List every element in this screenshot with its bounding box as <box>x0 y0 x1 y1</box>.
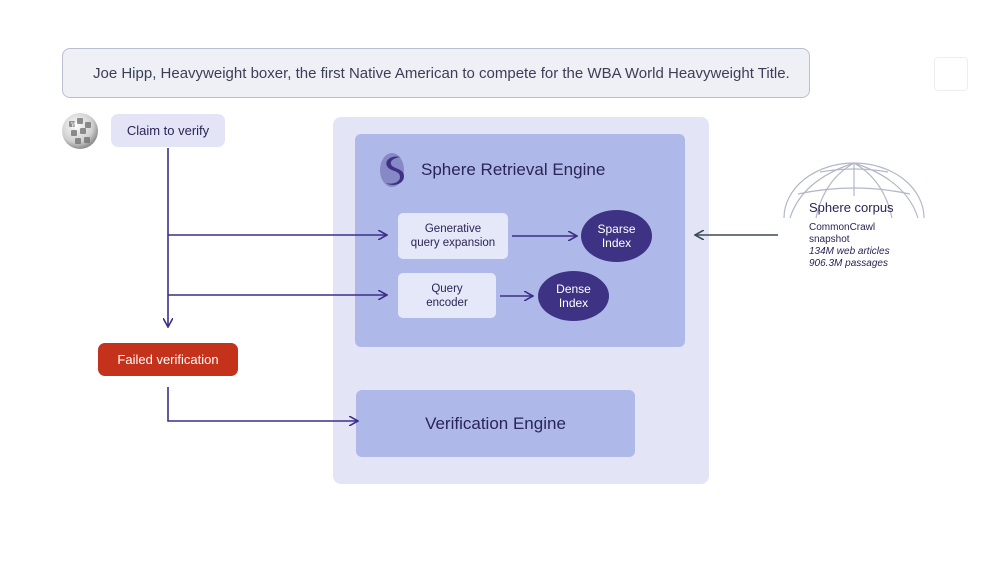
retrieval-engine-title: Sphere Retrieval Engine <box>421 160 606 179</box>
failed-to-verification-arrow <box>167 387 357 421</box>
sphere-corpus-details: CommonCrawl snapshot 134M web articles 9… <box>809 222 890 270</box>
verification-engine-title: Verification Engine <box>425 413 566 433</box>
svg-text:W: W <box>71 122 78 129</box>
failed-verification-label: Failed verification <box>117 352 219 367</box>
wikipedia-globe-icon: W <box>62 113 98 149</box>
generative-box-line2: query expansion <box>410 237 496 249</box>
claim-to-verify-pill: Claim to verify <box>111 114 225 147</box>
dense-index-node: Dense Index <box>538 271 609 321</box>
corner-placeholder <box>934 57 968 91</box>
corpus-passages: 906.3M passages <box>809 258 888 269</box>
sphere-logo-icon <box>380 153 404 187</box>
corpus-web-articles: 134M web articles <box>809 246 890 257</box>
sparse-index-node: Sparse Index <box>581 210 652 262</box>
generative-box-line1: Generative <box>424 223 482 235</box>
claim-text-bar: Joe Hipp, Heavyweight boxer, the first N… <box>62 48 810 98</box>
verification-engine-panel: Verification Engine <box>356 390 635 457</box>
query-encoder-box: Query encoder <box>398 273 496 318</box>
sparse-index-line2: Index <box>601 236 632 250</box>
failed-verification-pill: Failed verification <box>98 343 238 376</box>
sparse-index-line1: Sparse <box>597 222 636 236</box>
encoder-box-line1: Query <box>431 282 463 295</box>
encoder-box-line2: encoder <box>426 296 468 309</box>
generative-query-expansion-box: Generative query expansion <box>398 213 508 259</box>
claim-text: Joe Hipp, Heavyweight boxer, the first N… <box>93 64 790 82</box>
claim-to-verify-label: Claim to verify <box>126 123 210 138</box>
corpus-line1: CommonCrawl <box>809 222 876 233</box>
globe-wireframe-icon <box>783 162 925 219</box>
dense-index-line2: Index <box>558 296 589 310</box>
dense-index-line1: Dense <box>556 282 591 296</box>
corpus-line2: snapshot <box>809 234 850 245</box>
sphere-corpus-title: Sphere corpus <box>809 200 894 215</box>
